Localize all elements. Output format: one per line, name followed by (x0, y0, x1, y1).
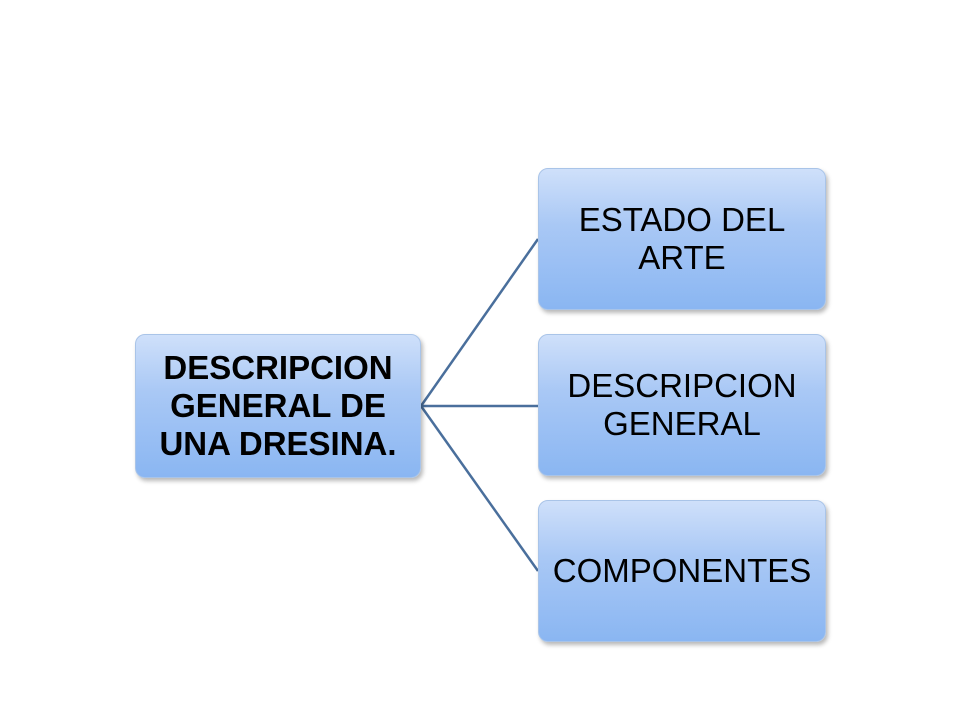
root-node: DESCRIPCION GENERAL DE UNA DRESINA. (135, 334, 421, 478)
child-node-label: ESTADO DEL ARTE (578, 201, 786, 276)
child-node-estado-del-arte: ESTADO DEL ARTE (538, 168, 826, 310)
root-node-label: DESCRIPCION GENERAL DE UNA DRESINA. (159, 349, 397, 462)
child-node-label: COMPONENTES (552, 552, 812, 590)
connector-to-componentes (419, 405, 540, 572)
child-node-descripcion-general: DESCRIPCION GENERAL (538, 334, 826, 476)
connector-to-estado-del-arte (419, 238, 540, 407)
child-node-label: DESCRIPCION GENERAL (567, 367, 797, 442)
child-node-componentes: COMPONENTES (538, 500, 826, 642)
